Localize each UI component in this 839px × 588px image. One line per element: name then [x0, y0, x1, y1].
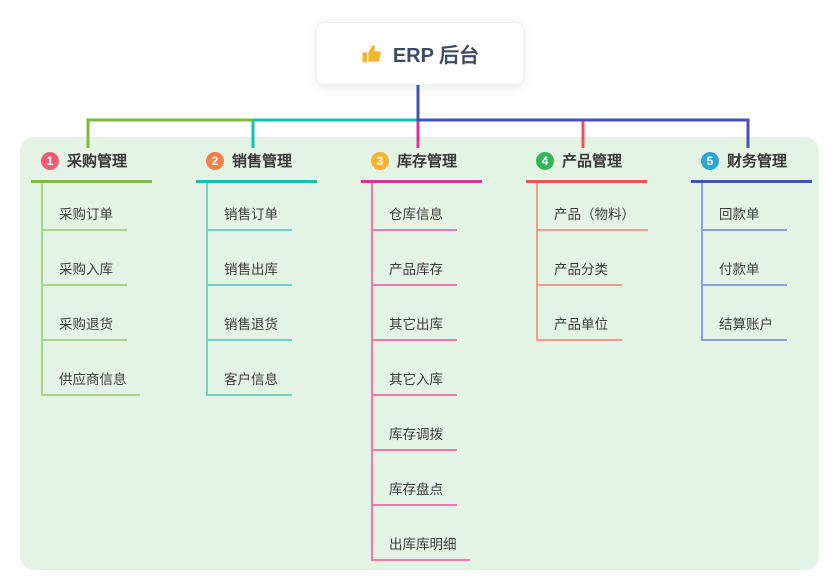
child-node[interactable]: 采购订单 — [43, 183, 127, 231]
branch-header-purchase[interactable]: 1 采购管理 — [31, 148, 152, 183]
branch-header-sales[interactable]: 2 销售管理 — [196, 148, 317, 183]
child-node[interactable]: 销售出库 — [208, 231, 292, 286]
child-node[interactable]: 供应商信息 — [43, 341, 140, 396]
child-node[interactable]: 其它出库 — [373, 286, 457, 341]
branch-label: 财务管理 — [727, 153, 788, 170]
child-node[interactable]: 客户信息 — [208, 341, 292, 396]
branch-label: 产品管理 — [562, 153, 623, 170]
thumbs-up-icon — [362, 44, 381, 62]
branch-number-badge: 1 — [41, 151, 59, 170]
child-node[interactable]: 出库库明细 — [373, 506, 470, 561]
child-node[interactable]: 回款单 — [703, 183, 787, 231]
branch-finance: 5 财务管理 回款单 付款单 结算账户 — [691, 148, 839, 341]
child-node[interactable]: 采购入库 — [43, 231, 127, 286]
branch-children: 回款单 付款单 结算账户 — [701, 183, 839, 341]
branch-children: 采购订单 采购入库 采购退货 供应商信息 — [41, 183, 191, 396]
child-node[interactable]: 库存调拨 — [373, 396, 457, 451]
branch-sales: 2 销售管理 销售订单 销售出库 销售退货 客户信息 — [196, 148, 356, 396]
branch-children: 仓库信息 产品库存 其它出库 其它入库 库存调拨 库存盘点 出库库明细 — [371, 183, 521, 561]
child-node[interactable]: 产品库存 — [373, 231, 457, 286]
child-node[interactable]: 产品分类 — [538, 231, 622, 286]
branch-number-badge: 2 — [206, 151, 224, 170]
branch-header-finance[interactable]: 5 财务管理 — [691, 148, 812, 183]
child-node[interactable]: 付款单 — [703, 231, 787, 286]
branch-label: 库存管理 — [397, 153, 458, 170]
child-node[interactable]: 销售退货 — [208, 286, 292, 341]
branch-purchase: 1 采购管理 采购订单 采购入库 采购退货 供应商信息 — [31, 148, 191, 396]
branch-number-badge: 4 — [536, 151, 554, 170]
root-node-erp[interactable]: ERP 后台 — [316, 22, 524, 85]
branch-children: 产品（物料） 产品分类 产品单位 — [536, 183, 686, 341]
branch-label: 销售管理 — [232, 153, 293, 170]
child-node[interactable]: 采购退货 — [43, 286, 127, 341]
branches-panel — [20, 137, 819, 570]
branch-children: 销售订单 销售出库 销售退货 客户信息 — [206, 183, 356, 396]
branch-number-badge: 5 — [701, 151, 719, 170]
child-node[interactable]: 库存盘点 — [373, 451, 457, 506]
child-node[interactable]: 产品（物料） — [538, 183, 648, 231]
branch-inventory: 3 库存管理 仓库信息 产品库存 其它出库 其它入库 库存调拨 库存盘点 出库库… — [361, 148, 521, 561]
child-node[interactable]: 其它入库 — [373, 341, 457, 396]
branch-number-badge: 3 — [371, 151, 389, 170]
branch-product: 4 产品管理 产品（物料） 产品分类 产品单位 — [526, 148, 686, 341]
root-node-label: ERP 后台 — [392, 45, 480, 67]
child-node[interactable]: 结算账户 — [703, 286, 787, 341]
child-node[interactable]: 产品单位 — [538, 286, 622, 341]
branch-label: 采购管理 — [67, 153, 128, 170]
child-node[interactable]: 销售订单 — [208, 183, 292, 231]
branch-header-inventory[interactable]: 3 库存管理 — [361, 148, 482, 183]
child-node[interactable]: 仓库信息 — [373, 183, 457, 231]
branch-header-product[interactable]: 4 产品管理 — [526, 148, 647, 183]
